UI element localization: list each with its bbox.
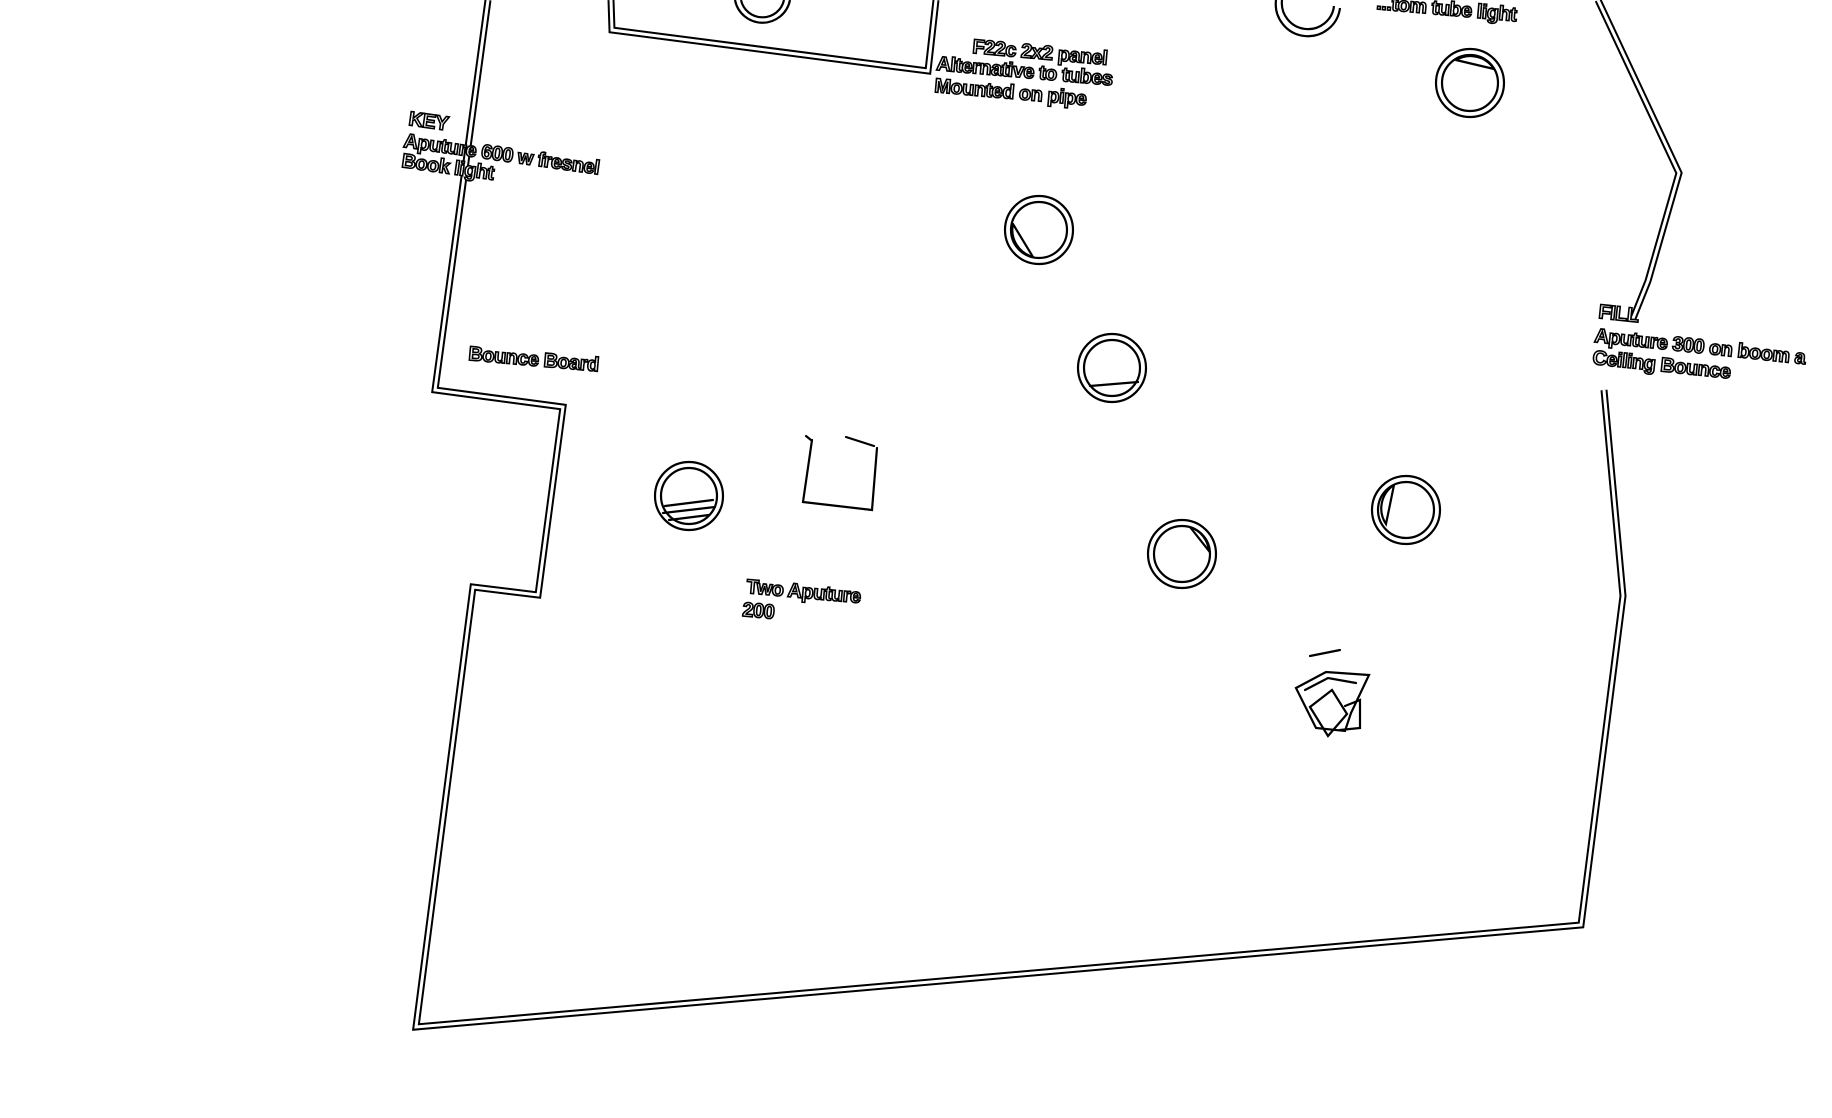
partial-light-top-right bbox=[1274, 0, 1342, 38]
stand-icon bbox=[801, 434, 879, 512]
top-right-fragment-label: ...tom tube light bbox=[1376, 0, 1519, 26]
fill-title: FILL bbox=[1597, 301, 1640, 327]
light-fixture-icon bbox=[1370, 474, 1442, 546]
two-aputure-label: Two Aputure 200 bbox=[741, 575, 863, 624]
panel-label: F22c 2x2 panel Alternative to tubes Moun… bbox=[933, 35, 1115, 111]
light-fixture-icon bbox=[1146, 518, 1218, 590]
two-aputure-line2: 200 bbox=[742, 599, 776, 624]
key-label: KEY Aputure 600 w fresnel Book light bbox=[400, 107, 602, 185]
light-fixture-icon bbox=[1003, 194, 1075, 266]
light-fixture-icon bbox=[653, 460, 725, 532]
room-walls bbox=[411, 0, 1683, 1031]
top-panel-box bbox=[607, 0, 940, 75]
camera-icon bbox=[1294, 648, 1371, 738]
bounce-board-label: Bounce Board bbox=[468, 343, 600, 376]
light-fixture-icon bbox=[1434, 47, 1506, 119]
light-fixture-icon bbox=[1076, 332, 1148, 404]
fill-label: FILL Aputure 300 on boom a Ceiling Bounc… bbox=[1591, 300, 1809, 384]
key-title: KEY bbox=[407, 108, 450, 135]
partial-light-top-left bbox=[733, 0, 792, 24]
